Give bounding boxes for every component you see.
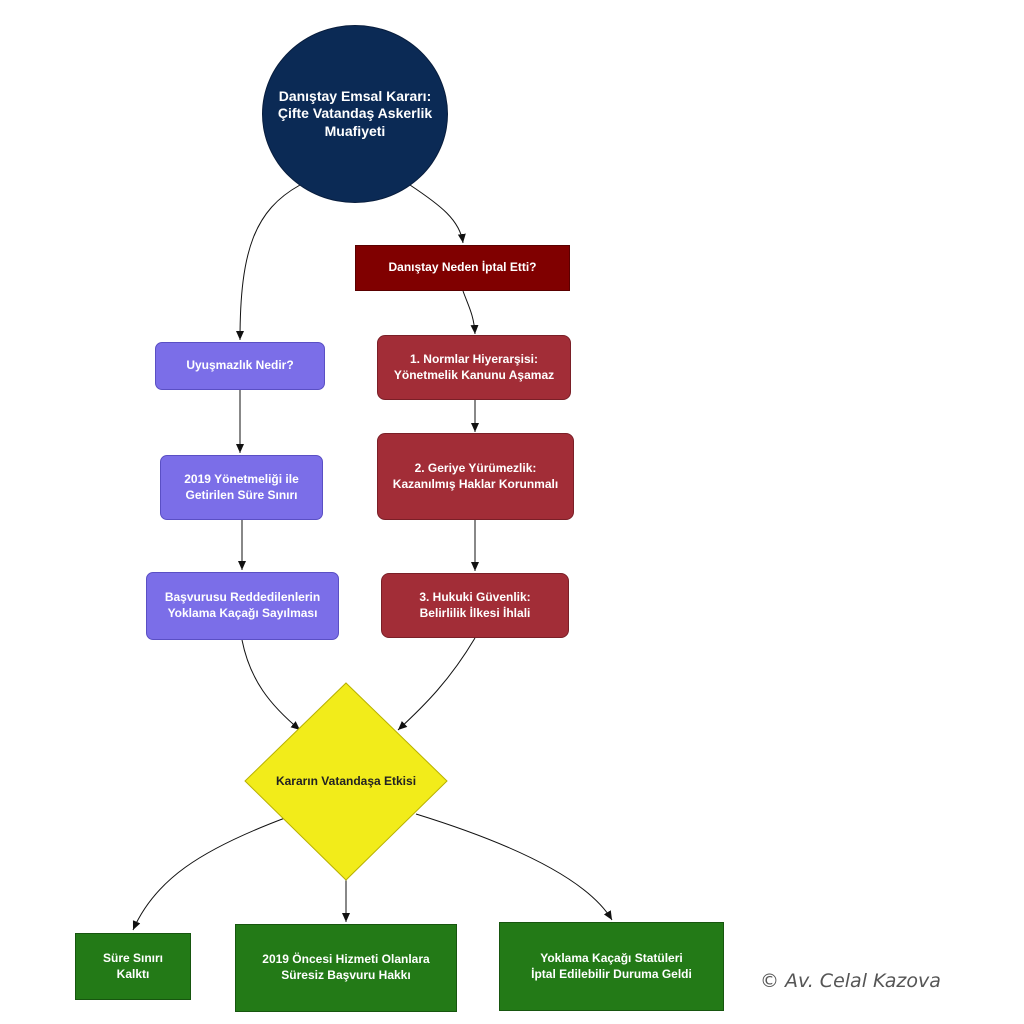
copyright-credit: © Av. Celal Kazova [760, 970, 941, 992]
connector-root-to-dispute [236, 184, 301, 341]
connector-step2-to-decision [241, 639, 301, 731]
dispute-step-2: Başvurusu Reddedilenlerin Yoklama Kaçağı… [146, 572, 339, 640]
connector-reason3-to-decision [397, 637, 476, 731]
reason-node-3: 3. Hukuki Güvenlik: Belirlilik İlkesi İh… [381, 573, 569, 638]
root-node: Danıştay Emsal Kararı: Çifte Vatandaş As… [262, 25, 448, 203]
connector-decision-to-outcome1 [132, 817, 286, 931]
decision-label: Kararın Vatandaşa Etkisi [275, 774, 417, 788]
why-node: Danıştay Neden İptal Etti? [355, 245, 570, 291]
connector-root-to-why [409, 184, 466, 244]
outcome-node-1: Süre Sınırı Kalktı [75, 933, 191, 1000]
dispute-step-1: 2019 Yönetmeliği ile Getirilen Süre Sını… [160, 455, 323, 520]
reason-node-1: 1. Normlar Hiyerarşisi: Yönetmelik Kanun… [377, 335, 571, 400]
reason-node-2: 2. Geriye Yürümezlik: Kazanılmış Haklar … [377, 433, 574, 520]
decision-diamond [244, 682, 448, 881]
outcome-node-3: Yoklama Kaçağı Statüleri İptal Edilebili… [499, 922, 724, 1011]
dispute-node: Uyuşmazlık Nedir? [155, 342, 325, 390]
outcome-node-2: 2019 Öncesi Hizmeti Olanlara Süresiz Baş… [235, 924, 457, 1012]
connector-why-to-reason1 [462, 290, 479, 335]
connector-decision-to-outcome3 [415, 813, 613, 921]
